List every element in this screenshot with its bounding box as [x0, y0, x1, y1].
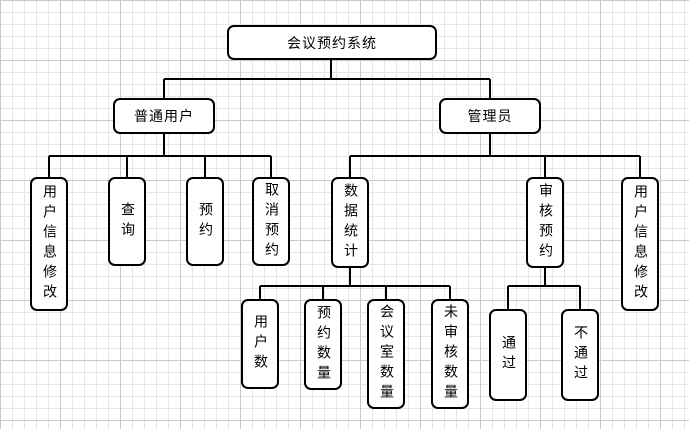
reserve-node: 预约 [186, 177, 224, 266]
admin-role-label: 管理员 [467, 109, 513, 125]
unreviewed-count-label: 未审核数量 [442, 304, 458, 404]
user-count-node: 用户数 [241, 299, 279, 389]
reservation-count-label: 预约数量 [315, 304, 331, 385]
reject-node: 不通过 [561, 309, 599, 401]
room-count-node: 会议室数量 [367, 299, 405, 409]
review-reservation-label: 审核预约 [537, 182, 553, 263]
query-node: 查询 [108, 177, 146, 266]
data-stats-label: 数据统计 [342, 182, 358, 263]
user-profile-edit-label: 用户信息修改 [41, 184, 57, 304]
reservation-count-node: 预约数量 [304, 299, 342, 390]
approve-label: 通过 [500, 335, 516, 375]
root-node: 会议预约系统 [227, 25, 437, 60]
reject-label: 不通过 [572, 325, 588, 385]
cancel-reservation-label: 取消预约 [263, 181, 279, 262]
query-label: 查询 [119, 201, 135, 242]
admin-role-node: 管理员 [439, 98, 541, 134]
data-stats-node: 数据统计 [331, 177, 369, 268]
user-count-label: 用户数 [252, 314, 268, 374]
review-reservation-node: 审核预约 [526, 177, 564, 268]
user-role-node: 普通用户 [113, 98, 215, 134]
admin-profile-edit-node: 用户信息修改 [621, 177, 659, 311]
reserve-label: 预约 [197, 201, 213, 242]
user-profile-edit-node: 用户信息修改 [30, 177, 68, 311]
room-count-label: 会议室数量 [378, 304, 394, 404]
root-label: 会议预约系统 [287, 35, 377, 52]
cancel-reservation-node: 取消预约 [252, 177, 290, 266]
user-role-label: 普通用户 [134, 109, 194, 125]
unreviewed-count-node: 未审核数量 [431, 299, 469, 409]
admin-profile-edit-label: 用户信息修改 [632, 184, 648, 304]
approve-node: 通过 [489, 309, 527, 401]
